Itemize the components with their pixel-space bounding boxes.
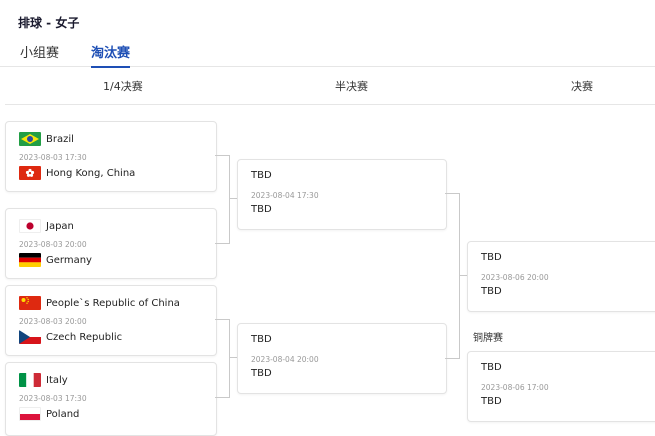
round-headers: 1/4决赛 半决赛 决赛 xyxy=(5,66,655,105)
match-card-final[interactable]: TBD 2023-08-06 20:00 TBD xyxy=(467,241,655,312)
team-name: Italy xyxy=(46,374,68,386)
match-time: 2023-08-04 17:30 xyxy=(251,191,319,200)
match-card-quarterfinal-1[interactable]: Brazil 2023-08-03 17:30 Hong Kong, China xyxy=(5,121,217,192)
brazil-flag-icon xyxy=(19,132,41,146)
team-name: TBD xyxy=(251,334,272,345)
team-name: Czech Republic xyxy=(46,331,123,343)
match-card-quarterfinal-3[interactable]: People`s Republic of China 2023-08-03 20… xyxy=(5,285,217,356)
team-row: Japan xyxy=(19,219,74,233)
team-row: Germany xyxy=(19,253,92,267)
poland-flag-icon xyxy=(19,407,41,421)
match-time: 2023-08-03 20:00 xyxy=(19,317,87,326)
match-time: 2023-08-04 20:00 xyxy=(251,355,319,364)
bronze-match-label: 铜牌赛 xyxy=(473,333,503,344)
tab-knockout[interactable]: 淘汰赛 xyxy=(91,42,131,68)
bracket-connector xyxy=(459,275,467,276)
round-quarterfinal-header: 1/4决赛 xyxy=(103,80,143,93)
team-name: Brazil xyxy=(46,133,74,145)
match-time: 2023-08-03 20:00 xyxy=(19,240,87,249)
team-name: TBD xyxy=(481,252,502,263)
team-name: Germany xyxy=(46,254,92,266)
bracket-connector xyxy=(445,193,460,359)
match-time: 2023-08-03 17:30 xyxy=(19,394,87,403)
match-time: 2023-08-03 17:30 xyxy=(19,153,87,162)
match-card-semifinal-1[interactable]: TBD 2023-08-04 17:30 TBD xyxy=(237,159,447,230)
match-card-bronze[interactable]: TBD 2023-08-06 17:00 TBD xyxy=(467,351,655,422)
hong-kong-flag-icon xyxy=(19,166,41,180)
japan-flag-icon xyxy=(19,219,41,233)
team-name: TBD xyxy=(481,286,502,297)
team-name: TBD xyxy=(251,204,272,215)
tab-group-stage[interactable]: 小组赛 xyxy=(20,46,60,61)
match-card-quarterfinal-2[interactable]: Japan 2023-08-03 20:00 Germany xyxy=(5,208,217,279)
bracket-connector xyxy=(215,319,230,398)
stage-tabs: 小组赛 淘汰赛 xyxy=(0,42,655,68)
team-name: Hong Kong, China xyxy=(46,167,136,179)
team-name: TBD xyxy=(251,368,272,379)
bracket-connector xyxy=(229,198,237,199)
page-title: 排球 - 女子 xyxy=(18,16,80,30)
match-card-semifinal-2[interactable]: TBD 2023-08-04 20:00 TBD xyxy=(237,323,447,394)
team-name: Japan xyxy=(46,220,74,232)
match-time: 2023-08-06 20:00 xyxy=(481,273,549,282)
team-name: TBD xyxy=(481,396,502,407)
china-flag-icon xyxy=(19,296,41,310)
italy-flag-icon xyxy=(19,373,41,387)
team-row: Brazil xyxy=(19,132,74,146)
team-row: Poland xyxy=(19,407,79,421)
czech-flag-icon xyxy=(19,330,41,344)
match-card-quarterfinal-4[interactable]: Italy 2023-08-03 17:30 Poland xyxy=(5,362,217,436)
team-name: TBD xyxy=(251,170,272,181)
round-semifinal-header: 半决赛 xyxy=(335,80,368,93)
team-name: People`s Republic of China xyxy=(46,297,180,309)
team-row: Czech Republic xyxy=(19,330,122,344)
bracket-connector xyxy=(229,357,237,358)
team-name: TBD xyxy=(481,362,502,373)
germany-flag-icon xyxy=(19,253,41,267)
team-row: Italy xyxy=(19,373,68,387)
match-time: 2023-08-06 17:00 xyxy=(481,383,549,392)
team-name: Poland xyxy=(46,408,80,420)
round-final-header: 决赛 xyxy=(571,80,593,93)
team-row: Hong Kong, China xyxy=(19,166,135,180)
team-row: People`s Republic of China xyxy=(19,296,180,310)
bracket-connector xyxy=(215,155,230,244)
